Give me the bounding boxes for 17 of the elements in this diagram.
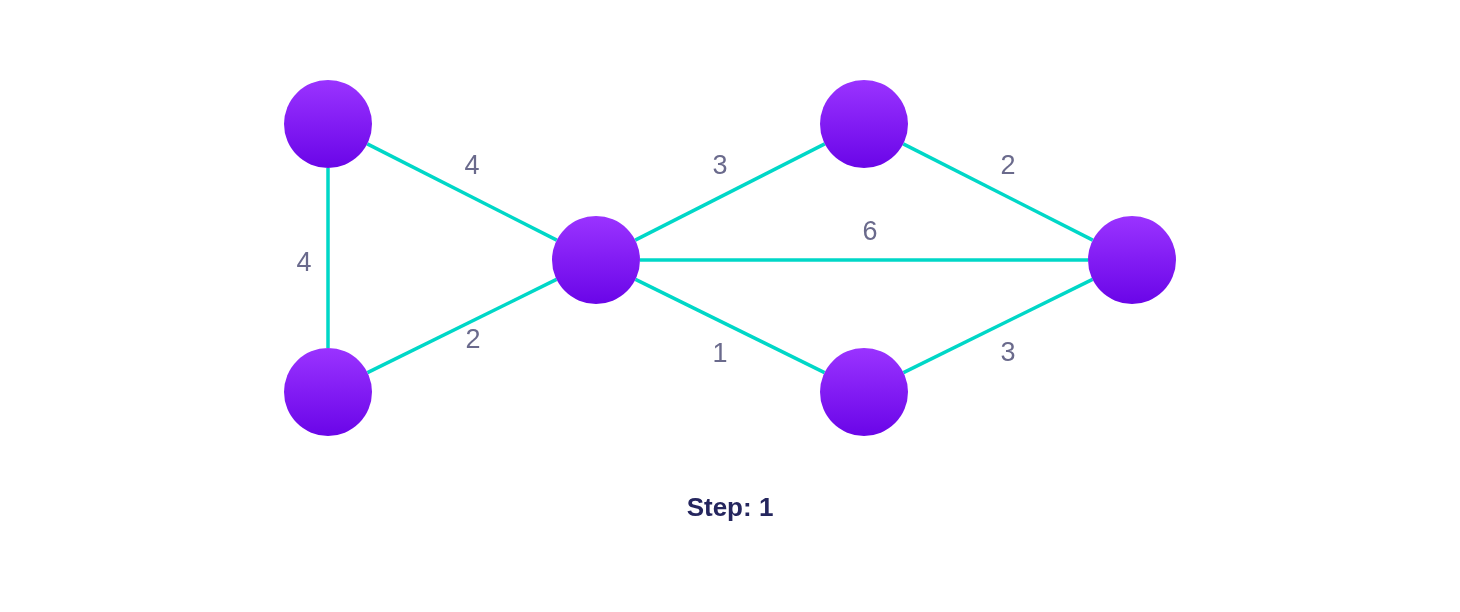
edge-weight: 4 [464, 149, 480, 181]
edge-weight: 3 [1000, 336, 1016, 368]
edge-weight: 3 [712, 149, 728, 181]
edge-weight: 2 [1000, 149, 1016, 181]
caption: Step: 1 [685, 492, 775, 523]
edge-line [326, 168, 330, 348]
edge-line [634, 142, 826, 242]
edge-weight: 2 [465, 323, 481, 355]
edge-line [640, 258, 1088, 262]
edge-weight: 6 [862, 215, 878, 247]
edge-line [366, 142, 558, 242]
edge-line [366, 277, 558, 375]
edge-weight: 4 [296, 246, 312, 278]
edge-line [902, 277, 1094, 375]
edge-weight: 1 [712, 337, 728, 369]
edge-line [634, 277, 826, 375]
edge-line [902, 142, 1094, 242]
